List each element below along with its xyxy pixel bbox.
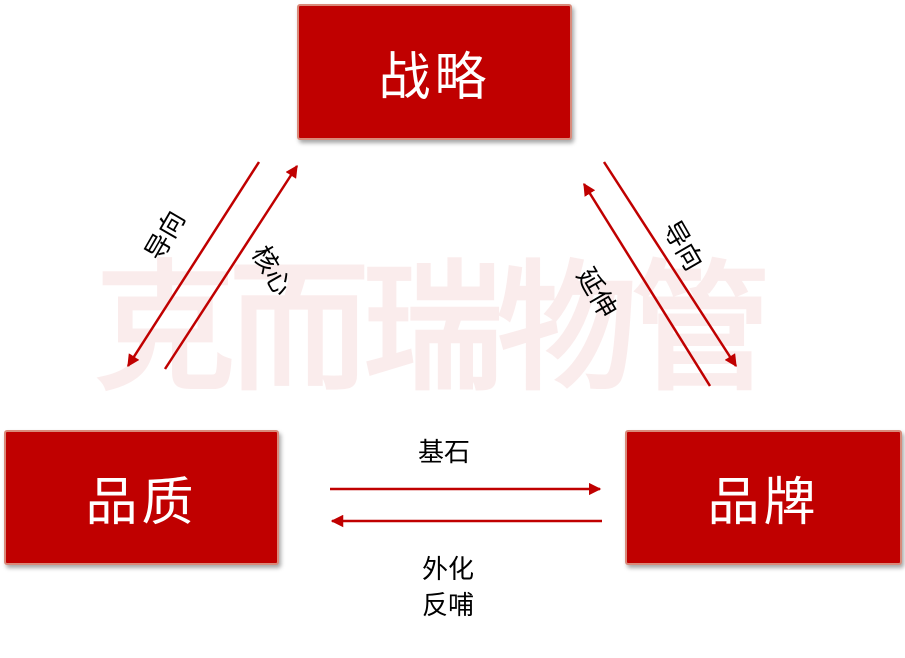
arrow-brand-to-strategy xyxy=(582,182,712,387)
node-strategy: 战略 xyxy=(297,4,572,140)
node-quality-label: 品质 xyxy=(85,473,198,533)
arrow-quality-to-strategy xyxy=(163,164,299,370)
label-bottom-stack: 外化 反哺 xyxy=(418,552,478,624)
node-brand: 品牌 xyxy=(625,430,902,565)
label-bottom-line2: 反哺 xyxy=(421,591,474,621)
arrow-strategy-to-brand xyxy=(602,161,738,368)
node-brand-label: 品牌 xyxy=(707,473,820,533)
label-bottom-top: 基石 xyxy=(418,438,471,468)
label-bottom-line1: 外化 xyxy=(421,555,474,585)
node-quality: 品质 xyxy=(4,430,279,565)
arrow-strategy-to-quality xyxy=(126,161,261,368)
node-strategy-label: 战略 xyxy=(378,47,491,108)
